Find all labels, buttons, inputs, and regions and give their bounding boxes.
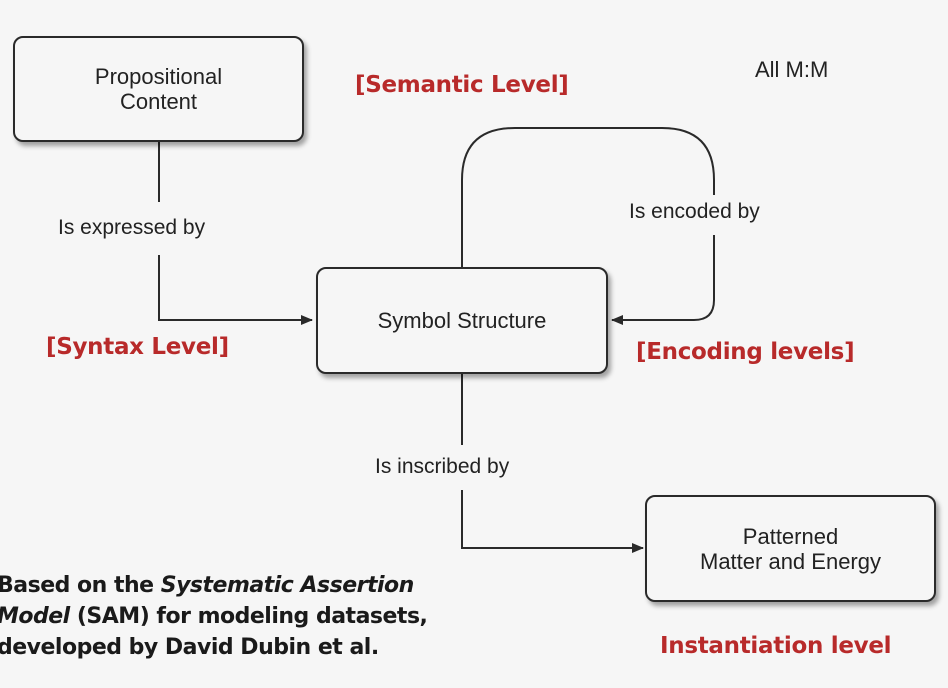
edge-label-encoded: Is encoded by [629,200,760,223]
note-line-3: developed by David Dubin et al. [0,635,379,660]
patterned-line1: Patterned [742,523,839,549]
inscribed-arrow [461,490,644,553]
propositional-line2: Content [119,89,198,114]
patterned-matter-box: Patterned Matter and Energy [645,495,936,602]
attribution-note: Based on the Systematic Assertion Model … [0,570,428,663]
symbol-structure-label: Symbol Structure [377,308,547,333]
edge-label-inscribed: Is inscribed by [375,455,510,478]
cardinality-label: All M:M [755,57,829,82]
encoded-connector [461,127,715,268]
instantiation-level-label: Instantiation level [660,633,892,659]
encoded-arrow [611,235,715,325]
syntax-level-label: [Syntax Level] [46,334,229,360]
patterned-line2: Matter and Energy [700,548,881,574]
expressed-arrow [158,255,313,325]
note-line-2: Model (SAM) for modeling datasets, [0,604,428,629]
propositional-content-box: Propositional Content [13,36,304,142]
semantic-level-label: [Semantic Level] [355,72,569,98]
propositional-line1: Propositional [94,64,223,89]
edge-label-expressed: Is expressed by [58,216,206,239]
encoding-levels-label: [Encoding levels] [636,339,855,365]
symbol-structure-box: Symbol Structure [316,267,608,374]
note-line-1: Based on the Systematic Assertion [0,573,414,598]
